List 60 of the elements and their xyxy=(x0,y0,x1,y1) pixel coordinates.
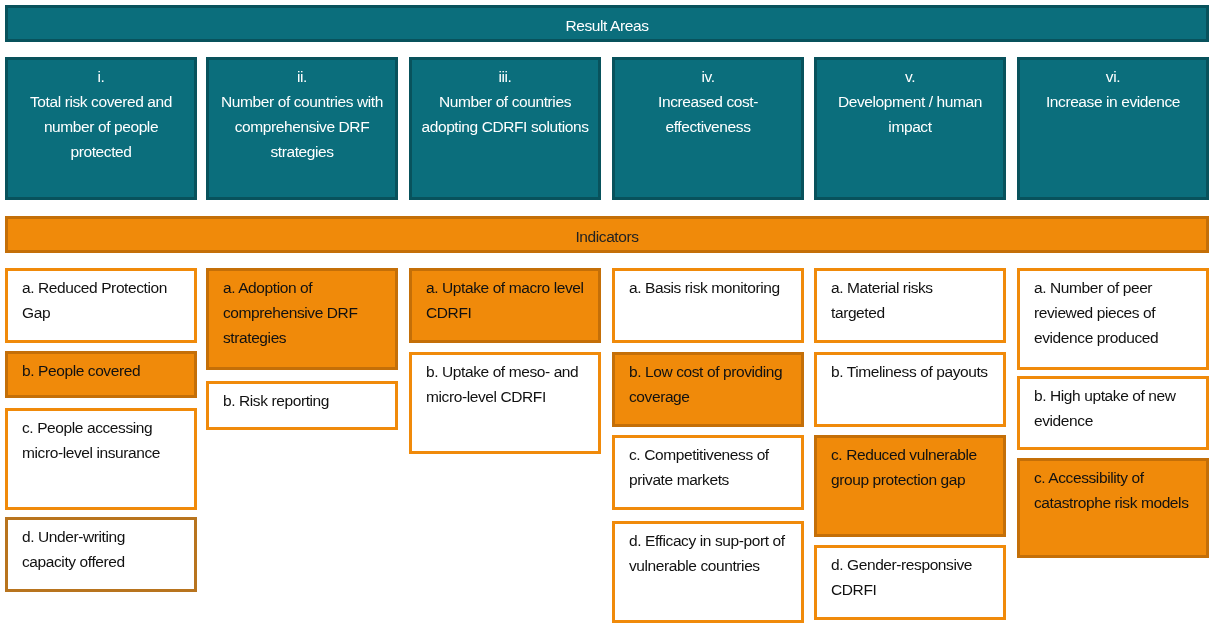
result-area-box xyxy=(612,57,804,200)
box-text: c. People accessing micro-level insurance xyxy=(22,418,162,463)
box-text: Total risk covered and number of people protected xyxy=(29,92,173,162)
highlighted-indicator-box xyxy=(5,351,197,398)
highlighted-indicator-box xyxy=(409,268,601,343)
indicator-box xyxy=(814,545,1006,620)
box-text: a. Adoption of comprehensive DRF strategies xyxy=(223,278,359,348)
highlighted-indicator-box xyxy=(1017,458,1209,558)
result-area-box xyxy=(5,57,197,200)
numeral-label: i. xyxy=(96,67,106,87)
numeral-label: iii. xyxy=(497,67,513,87)
box-text: a. Reduced Protection Gap xyxy=(22,278,168,323)
numeral-label: v. xyxy=(903,67,917,87)
indicator-box xyxy=(1017,268,1209,370)
box-text: Number of countries adopting CDRFI solutions xyxy=(420,92,590,137)
box-text: Increase in evidence xyxy=(1044,92,1182,112)
indicator-box xyxy=(612,268,804,343)
indicator-box xyxy=(612,521,804,623)
header-bar xyxy=(5,216,1209,253)
box-text: c. Competitiveness of private markets xyxy=(629,445,770,490)
box-text: b. Timeliness of payouts xyxy=(831,362,989,382)
indicator-box xyxy=(409,352,601,454)
box-text: b. High uptake of new evidence xyxy=(1034,386,1177,431)
header-bar xyxy=(5,5,1209,42)
highlighted-indicator-box xyxy=(206,268,398,370)
box-text: b. People covered xyxy=(22,361,142,381)
box-text: b. Low cost of providing coverage xyxy=(629,362,784,407)
highlighted-indicator-box xyxy=(612,352,804,427)
box-text: c. Accessibility of catastrophe risk models xyxy=(1034,468,1190,513)
numeral-label: iv. xyxy=(700,67,716,87)
box-text: a. Material risks targeted xyxy=(831,278,934,323)
result-area-box xyxy=(206,57,398,200)
numeral-label: vi. xyxy=(1104,67,1122,87)
result-area-box xyxy=(1017,57,1209,200)
box-text: Indicators xyxy=(574,227,640,247)
box-text: a. Number of peer reviewed pieces of evidence produced xyxy=(1034,278,1160,348)
numeral-label: ii. xyxy=(296,67,308,87)
box-text: b. Risk reporting xyxy=(223,391,331,411)
indicator-box xyxy=(612,435,804,510)
indicator-box xyxy=(1017,376,1209,450)
box-text: Number of countries with comprehensive DRF strategies xyxy=(220,92,384,162)
box-text: a. Basis risk monitoring xyxy=(629,278,781,298)
box-text: b. Uptake of meso- and micro-level CDRFI xyxy=(426,362,580,407)
box-text: Development / human impact xyxy=(836,92,983,137)
indicator-box xyxy=(814,352,1006,427)
indicator-box xyxy=(206,381,398,430)
indicator-box xyxy=(5,517,197,592)
result-area-box xyxy=(814,57,1006,200)
box-text: d. Gender-responsive CDRFI xyxy=(831,555,974,600)
indicator-box xyxy=(5,408,197,510)
box-text: a. Uptake of macro level CDRFI xyxy=(426,278,584,323)
box-text: d. Under-writing capacity offered xyxy=(22,527,126,572)
result-area-box xyxy=(409,57,601,200)
box-text: c. Reduced vulnerable group protection gap xyxy=(831,445,978,490)
indicator-box xyxy=(5,268,197,343)
indicator-box xyxy=(814,268,1006,343)
box-text: d. Efficacy in sup-port of vulnerable countries xyxy=(629,531,786,576)
box-text: Result Areas xyxy=(564,16,650,36)
box-text: Increased cost-effectiveness xyxy=(657,92,759,137)
highlighted-indicator-box xyxy=(814,435,1006,537)
